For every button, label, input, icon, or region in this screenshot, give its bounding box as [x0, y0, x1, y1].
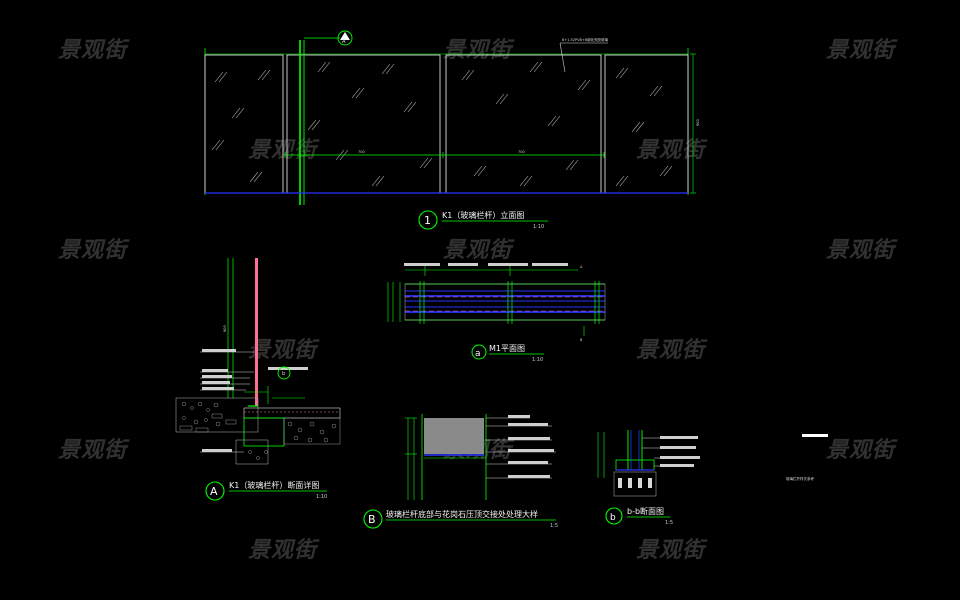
plan-title: M1平面图: [489, 344, 525, 353]
watermark: 景观街: [248, 538, 320, 563]
drawing-number-circle: [363, 509, 383, 529]
watermark: 景观街: [636, 138, 708, 163]
plan-drawing: A B a M1平面图 1:10: [387, 263, 606, 363]
glass-rod: [255, 258, 258, 406]
callout-circle: [277, 366, 291, 380]
detail-b-scale: 1:5: [550, 523, 558, 529]
watermark: 景观街: [443, 238, 515, 263]
side-note-text: 玻璃栏杆样式参考: [786, 476, 814, 481]
plan-end-label-bottom: B: [580, 338, 583, 342]
detail-b-title: 玻璃栏杆底部与花岗石压顶交接处处理大样: [386, 509, 538, 519]
plan-scale: 1:10: [532, 357, 543, 363]
gravel-pattern: [179, 401, 237, 433]
section-b-scale: 1:5: [665, 520, 673, 526]
watermark: 景观街: [58, 438, 130, 463]
section-a-leaders: [200, 351, 254, 453]
section-a-drawing: 900 b: [175, 258, 341, 501]
section-a-scale: 1:10: [316, 494, 327, 500]
drawing-number-circle: [471, 344, 487, 360]
watermark: 景观街: [58, 38, 130, 63]
section-marker-circle: [337, 30, 353, 46]
glass-hatching: [211, 61, 673, 187]
drawing-number-circle: [418, 210, 438, 230]
drawing-number: 1: [424, 214, 431, 227]
drawing-number-circle: [605, 507, 623, 525]
elevation-leader-note: 8+1.52PVB+8钢化夹胶玻璃: [562, 37, 609, 42]
watermark: 景观街: [636, 538, 708, 563]
granite-cap: [424, 418, 484, 454]
elevation-scale: 1:10: [533, 224, 544, 230]
section-a-height-dim: 900: [223, 325, 227, 332]
elevation-drawing: 900: [204, 30, 700, 230]
detail-b-note-text: [508, 415, 554, 478]
anchor-bolts: [618, 478, 652, 488]
plan-end-label-top: A: [580, 265, 583, 269]
section-a-callout: b: [282, 371, 285, 377]
watermark: 景观街: [443, 38, 515, 63]
drawing-number-circle: [205, 481, 225, 501]
section-marker-label: A: [342, 39, 346, 45]
watermark: 景观街: [826, 438, 898, 463]
section-b-title: b-b断面图: [627, 506, 664, 516]
watermark: 景观街: [248, 338, 320, 363]
elevation-height-dim: 900: [696, 119, 700, 126]
concrete-pattern: [248, 421, 337, 460]
glass-panels: [204, 54, 689, 194]
elevation-title: K1（玻璃栏杆）立面图: [442, 210, 524, 220]
watermark-layer: 景观街 景观街 景观街 景观街 景观街 景观街 景观街 景观街 景观街 景观街 …: [58, 38, 898, 563]
plan-notes: [404, 263, 568, 266]
side-note: 玻璃栏杆样式参考: [786, 434, 828, 481]
watermark: 景观街: [58, 238, 130, 263]
drawing-number: b: [610, 513, 616, 523]
elevation-dim-left: 700: [358, 150, 365, 154]
detail-b-drawing: B 玻璃栏杆底部与花岗石压顶交接处处理大样 1:5: [363, 414, 558, 529]
drawing-number: B: [368, 513, 376, 526]
watermark: 景观街: [248, 138, 320, 163]
watermark: 景观街: [826, 38, 898, 63]
elevation-dim-right: 700: [518, 150, 525, 154]
watermark: 景观街: [826, 238, 898, 263]
section-b-drawing: b b-b断面图 1:5: [597, 430, 700, 526]
section-b-note-text: [660, 436, 700, 467]
section-a-title: K1（玻璃栏杆）断面详图: [229, 480, 319, 490]
drawing-number: A: [210, 485, 218, 498]
drawing-number: a: [475, 349, 481, 359]
section-b-leaders: [642, 437, 660, 467]
watermark: 景观街: [636, 338, 708, 363]
